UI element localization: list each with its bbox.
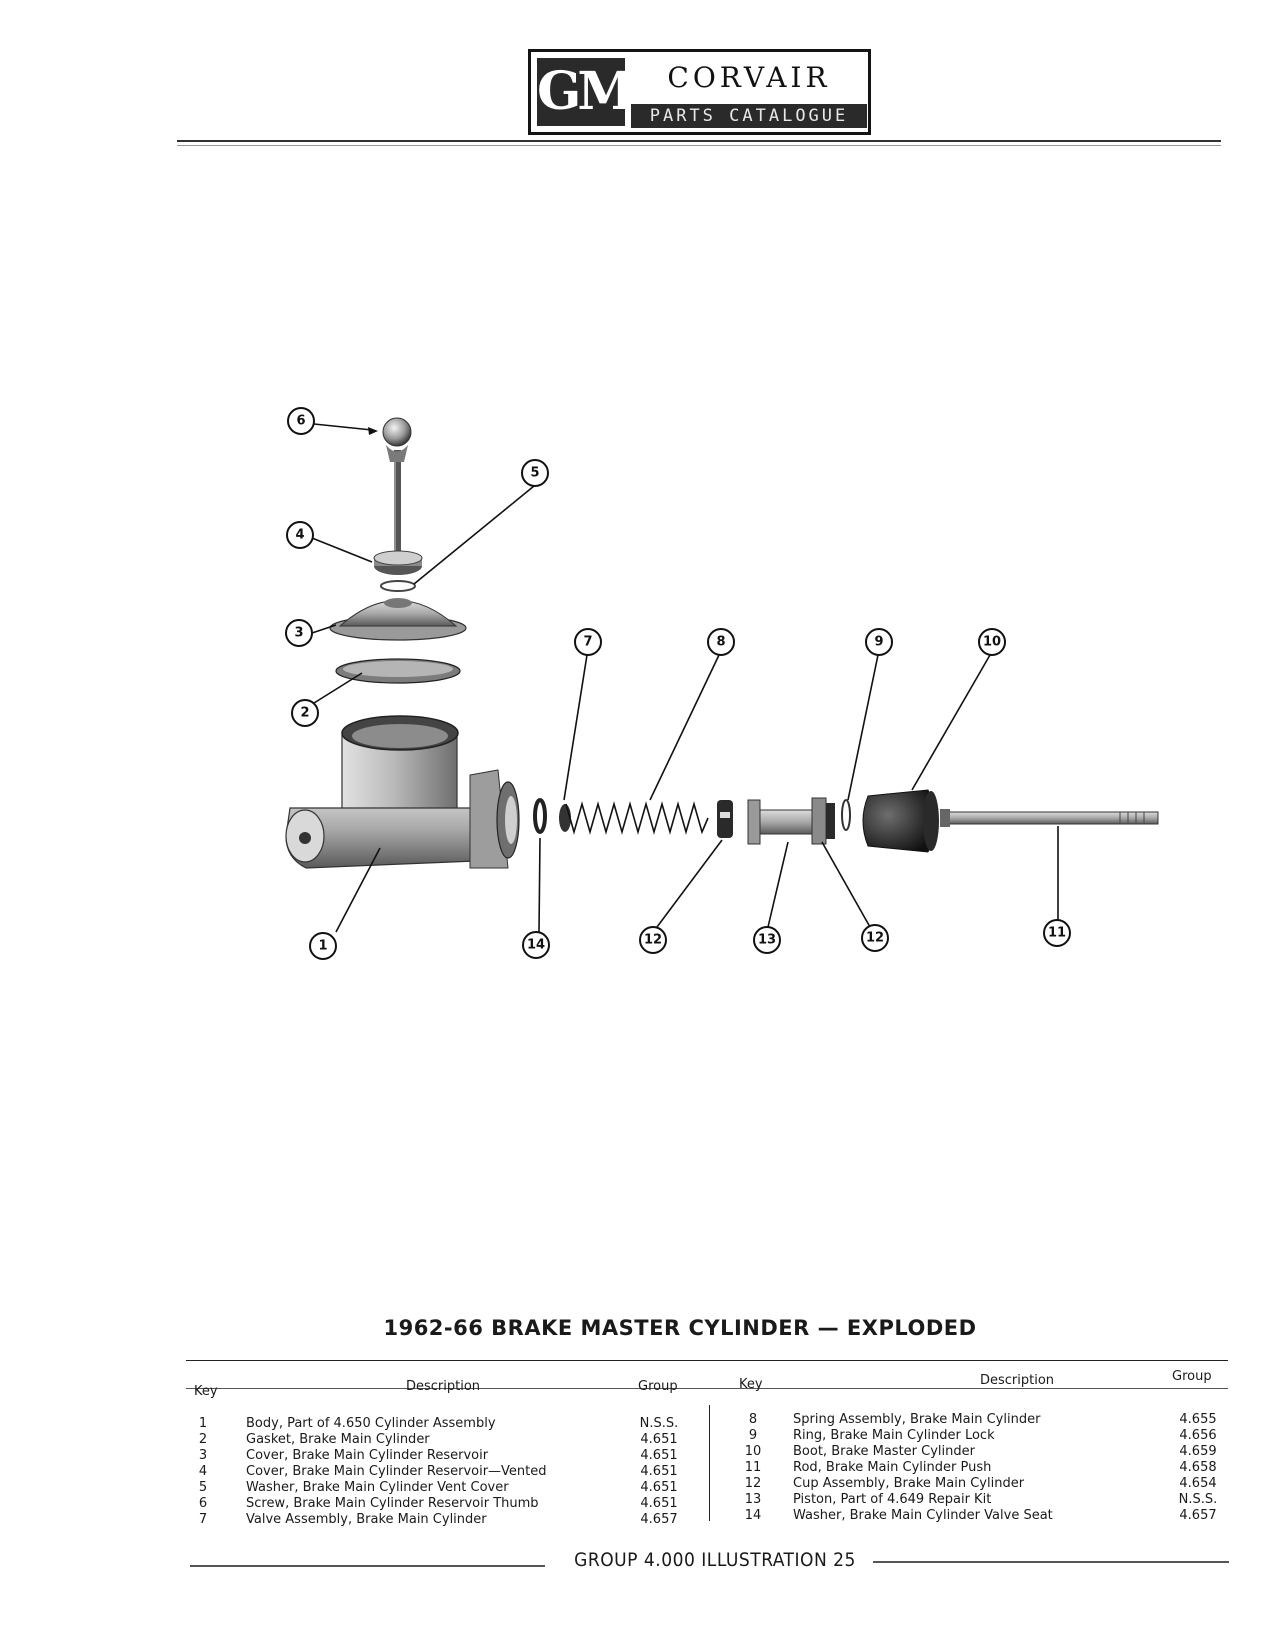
svg-text:5: 5 (530, 466, 539, 481)
leader-lines (311, 423, 1059, 933)
svg-text:12: 12 (644, 933, 662, 948)
svg-text:2: 2 (300, 706, 309, 721)
footer-group-illustration: GROUP 4.000 ILLUSTRATION 25 (574, 1549, 856, 1571)
gasket-part (335, 658, 461, 684)
callout-3: 3 (285, 619, 313, 647)
svg-text:3: 3 (294, 626, 303, 641)
footer-rule-right (873, 1561, 1229, 1563)
svg-text:11: 11 (1048, 926, 1066, 941)
key-header-right: Key (739, 1377, 763, 1392)
vent-washer-part (380, 580, 416, 592)
callout-5: 5 (521, 459, 549, 487)
footer-rule-left (190, 1565, 545, 1567)
piston-part (747, 797, 835, 845)
table-row: 7 Valve Assembly, Brake Main Cylinder 4.… (198, 1512, 678, 1527)
vented-cover-part (373, 550, 423, 575)
svg-text:6: 6 (296, 414, 305, 429)
table-row: 12 Cup Assembly, Brake Main Cylinder 4.6… (744, 1476, 1217, 1491)
callout-10: 10 (978, 628, 1006, 656)
svg-text:7: 7 (583, 635, 592, 650)
callout-12-right: 12 (861, 924, 889, 952)
key-header-left: Key (194, 1384, 218, 1399)
svg-text:9: 9 (874, 635, 883, 650)
svg-text:4: 4 (295, 528, 304, 543)
description-header-left: Description (406, 1379, 481, 1394)
table-row: 11 Rod, Brake Main Cylinder Push 4.658 (744, 1460, 1217, 1475)
table-row: 4 Cover, Brake Main Cylinder Reservoir—V… (198, 1464, 678, 1479)
svg-text:13: 13 (758, 933, 776, 948)
callout-6: 6 (287, 407, 315, 435)
push-rod-part (940, 809, 1159, 827)
reservoir-cover-part (329, 598, 467, 641)
table-row: 14 Washer, Brake Main Cylinder Valve Sea… (744, 1508, 1217, 1523)
callout-1: 1 (309, 932, 337, 960)
table-row: 9 Ring, Brake Main Cylinder Lock 4.656 (748, 1428, 1217, 1443)
table-row: 1 Body, Part of 4.650 Cylinder Assembly … (198, 1416, 679, 1431)
callout-14: 14 (522, 931, 550, 959)
callout-4: 4 (286, 521, 314, 549)
table-row: 2 Gasket, Brake Main Cylinder 4.651 (198, 1432, 678, 1447)
primary-cup-part (717, 800, 733, 838)
valve-seat-washer-part (533, 798, 547, 834)
svg-text:1: 1 (318, 939, 327, 954)
catalogue-logo: GM CORVAIR PARTS CATALOGUE (528, 49, 871, 135)
illustration-caption: 1962-66 BRAKE MASTER CYLINDER — EXPLODED (383, 1316, 977, 1340)
table-top-rule (186, 1360, 1228, 1361)
svg-text:10: 10 (983, 635, 1001, 650)
brand-subtitle: PARTS CATALOGUE (631, 104, 867, 128)
callout-8: 8 (707, 628, 735, 656)
table-row: 13 Piston, Part of 4.649 Repair Kit N.S.… (744, 1492, 1218, 1507)
group-header-left: Group (638, 1379, 678, 1394)
callout-9: 9 (865, 628, 893, 656)
header-rule-thin (177, 145, 1221, 146)
parts-table: Key Description Group Key Description Gr… (186, 1360, 1228, 1530)
table-row: 6 Screw, Brake Main Cylinder Reservoir T… (198, 1496, 678, 1511)
table-column-divider (709, 1405, 710, 1521)
table-row: 10 Boot, Brake Master Cylinder 4.659 (744, 1444, 1217, 1459)
brand-title: CORVAIR (667, 61, 831, 94)
boot-part (862, 789, 939, 853)
table-row: 3 Cover, Brake Main Cylinder Reservoir 4… (198, 1448, 678, 1463)
gm-logo: GM (537, 58, 635, 126)
svg-text:12: 12 (866, 931, 884, 946)
lock-ring-part (841, 799, 851, 831)
callout-2: 2 (291, 699, 319, 727)
group-header-right: Group (1172, 1369, 1212, 1384)
callout-11: 11 (1043, 919, 1071, 947)
spring-valve-part (559, 801, 709, 835)
svg-text:8: 8 (716, 635, 725, 650)
header-rule (177, 140, 1221, 142)
table-row: 8 Spring Assembly, Brake Main Cylinder 4… (748, 1412, 1217, 1427)
table-header-rule (186, 1388, 1228, 1389)
callout-12-left: 12 (639, 926, 667, 954)
callout-7: 7 (574, 628, 602, 656)
callout-13: 13 (753, 926, 781, 954)
cylinder-body-part (285, 715, 520, 869)
svg-text:14: 14 (527, 938, 545, 953)
table-row: 5 Washer, Brake Main Cylinder Vent Cover… (198, 1480, 678, 1495)
description-header-right: Description (980, 1373, 1055, 1388)
thumb-screw-part (382, 417, 412, 556)
